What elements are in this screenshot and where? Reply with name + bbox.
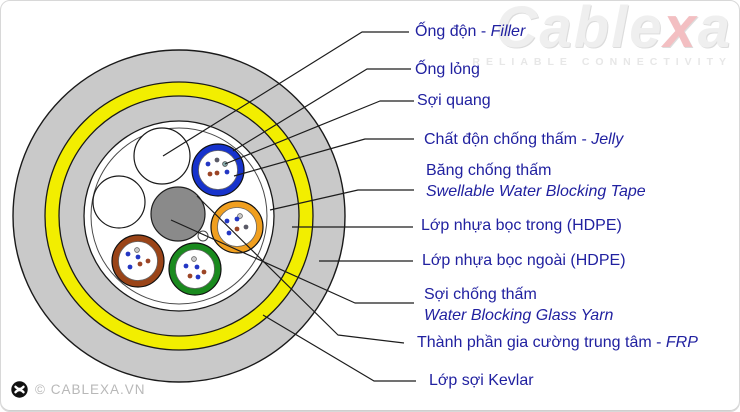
frp-central-member xyxy=(150,186,206,242)
fiber-dot xyxy=(127,264,133,270)
fiber-dot xyxy=(224,218,230,224)
cablexa-watermark: Cablexa RELIABLE CONNECTIVITY xyxy=(472,0,732,68)
fiber-dot xyxy=(195,274,201,280)
fiber-dot xyxy=(226,230,232,236)
copyright-text: © CABLEXA.VN xyxy=(35,382,146,397)
fiber-dot xyxy=(187,273,193,279)
fiber-dot xyxy=(145,258,151,264)
leader-lines xyxy=(162,31,416,382)
loose-tube-green-jelly xyxy=(175,249,215,289)
label-optical-fiber: Sợi quang xyxy=(417,92,491,109)
loose-tube-green xyxy=(168,242,222,296)
fiber-dot xyxy=(194,264,200,270)
leader-line-loose-tube xyxy=(232,68,411,152)
cablexa-wordmark: Cablexa xyxy=(495,0,732,60)
fiber-dot xyxy=(191,256,197,262)
loose-tube-orange xyxy=(210,200,264,254)
fiber-dot xyxy=(183,263,189,269)
label-outer-sheath: Lớp nhựa bọc ngoài (HDPE) xyxy=(422,252,626,269)
label-jelly: Chất độn chống thấm - Jelly xyxy=(424,131,624,148)
fiber-dot xyxy=(214,170,220,176)
label-filler: Ống độn - Filler xyxy=(415,23,526,40)
filler-tube-left xyxy=(92,175,146,229)
fiber-dot xyxy=(234,226,240,232)
fiber-dot xyxy=(214,157,220,163)
filler-tube-top xyxy=(133,127,191,185)
fiber-dot xyxy=(135,254,141,260)
leader-line-tape xyxy=(269,189,414,211)
loose-tube-brown-jelly xyxy=(118,241,158,281)
fiber-dot xyxy=(201,269,207,275)
label-kevlar: Lớp sợi Kevlar xyxy=(429,372,534,389)
footer-watermark: © CABLEXA.VN xyxy=(11,381,145,398)
fiber-dot xyxy=(207,171,213,177)
leader-line-glass-yarn xyxy=(170,219,414,304)
label-inner-sheath: Lớp nhựa bọc trong (HDPE) xyxy=(421,217,622,234)
leader-line-optical-fiber xyxy=(224,100,414,165)
cablexa-logo-icon xyxy=(11,381,28,398)
fiber-dot xyxy=(134,247,140,253)
label-loose-tube: Ống lỏng xyxy=(415,61,480,78)
fiber-dot xyxy=(125,251,131,257)
cablexa-tagline: RELIABLE CONNECTIVITY xyxy=(472,56,732,68)
fiber-dot xyxy=(234,216,240,222)
leader-line-jelly xyxy=(233,138,414,177)
loose-tube-blue xyxy=(191,143,245,197)
loose-tube-brown xyxy=(111,234,165,288)
leader-line-filler xyxy=(162,31,409,157)
fiber-dot xyxy=(243,224,249,230)
fiber-dot xyxy=(137,261,143,267)
fiber-dot xyxy=(224,169,230,175)
label-frp: Thành phần gia cường trung tâm - FRP xyxy=(417,334,698,351)
leader-line-kevlar xyxy=(262,314,416,382)
leader-line-frp xyxy=(196,195,405,344)
fiber-dot xyxy=(237,213,243,219)
fiber-dot xyxy=(205,161,211,167)
loose-tube-blue-jelly xyxy=(198,150,238,190)
